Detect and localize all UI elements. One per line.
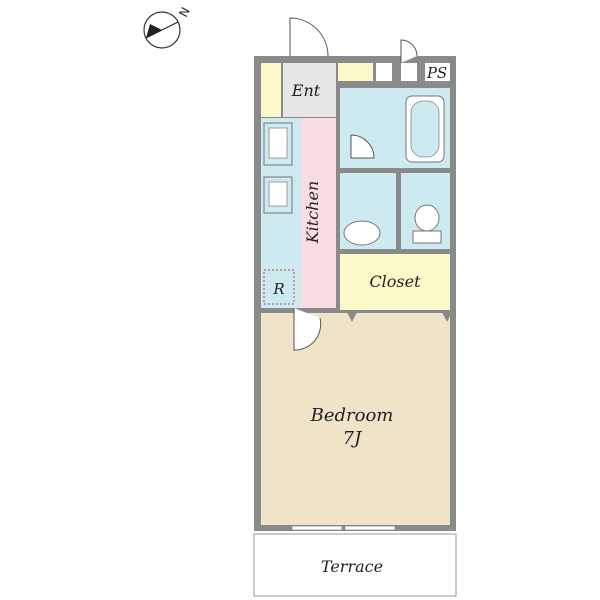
fridge-space — [263, 269, 295, 305]
label-bedroom-size: 7J — [343, 428, 363, 449]
window-left — [291, 525, 343, 531]
top-cabinet-1 — [376, 63, 392, 81]
stove-top — [268, 181, 288, 207]
washbasin — [343, 220, 381, 246]
compass-icon: N — [143, 5, 193, 49]
closet-door-left — [347, 312, 357, 322]
label-entrance: Ent — [291, 81, 321, 100]
toilet-bowl — [414, 204, 440, 232]
compass-north-label: N — [176, 5, 193, 20]
label-closet: Closet — [369, 272, 421, 291]
label-ps: PS — [426, 64, 447, 82]
terrace — [253, 533, 457, 597]
room-kitchen — [301, 118, 336, 308]
window-right — [344, 525, 396, 531]
room-entrance — [283, 63, 336, 117]
label-bedroom: Bedroom — [310, 405, 394, 426]
bath-door — [350, 134, 375, 159]
top-storage — [338, 63, 373, 81]
shoe-storage — [261, 63, 281, 117]
sink-basin — [268, 127, 288, 159]
closet-door-right — [442, 312, 452, 322]
room-bedroom — [261, 313, 450, 525]
bedroom-door — [293, 308, 322, 351]
ps-door — [400, 39, 418, 63]
bathtub-inner — [410, 100, 440, 158]
room-closet — [340, 254, 450, 310]
toilet-tank — [412, 230, 442, 244]
label-terrace: Terrace — [321, 557, 383, 576]
label-kitchen: Kitchen — [303, 181, 322, 245]
label-fridge: R — [272, 280, 284, 298]
entrance-door — [289, 17, 329, 57]
ps-box — [425, 63, 450, 81]
top-cabinet-2 — [401, 63, 417, 81]
